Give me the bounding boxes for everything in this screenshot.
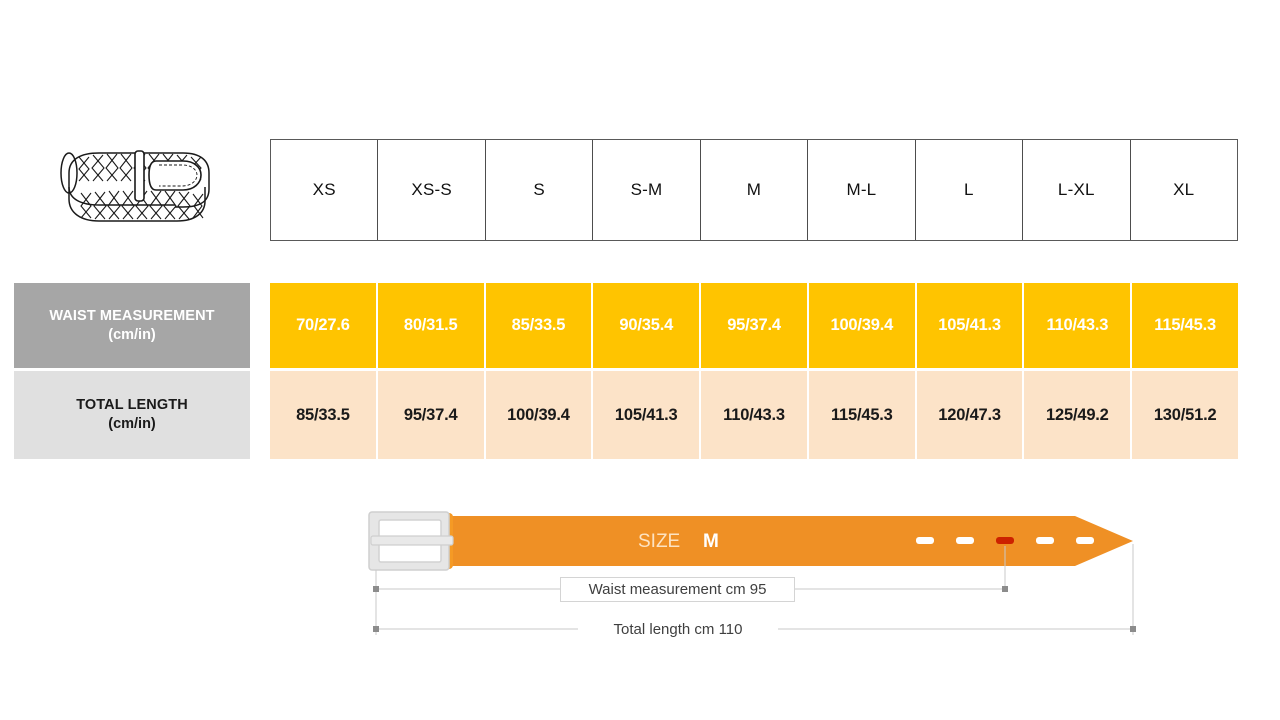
length-value-m-l: 115/45.3 [808,371,915,459]
length-value-xs: 85/33.5 [270,371,376,459]
size-header-row: XS XS-S S S-M M M-L L L-XL XL [270,139,1238,241]
length-value-l: 120/47.3 [916,371,1023,459]
waist-measurement-values: 70/27.6 80/31.5 85/33.5 90/35.4 95/37.4 … [270,283,1239,368]
total-length-label-line2: (cm/in) [108,416,156,432]
waist-value-l-xl: 110/43.3 [1024,283,1131,368]
waist-value-s-m: 90/35.4 [593,283,700,368]
size-header-cell-s-m: S-M [593,140,701,240]
size-header-cell-m-l: M-L [808,140,916,240]
length-value-xs-s: 95/37.4 [377,371,484,459]
waist-measurement-label-line2: (cm/in) [108,326,156,343]
waist-value-m: 95/37.4 [701,283,807,368]
size-header-cell-l: L [915,140,1024,240]
waist-value-m-l: 100/39.4 [808,283,915,368]
total-length-values: 85/33.5 95/37.4 100/39.4 105/41.3 110/43… [270,371,1239,459]
belt-size-caption-value: M [703,531,719,552]
waist-measurement-label: WAIST MEASUREMENT (cm/in) [14,283,250,368]
belt-size-caption-prefix: SIZE [638,531,680,552]
belt-hole-5 [1076,537,1094,544]
total-length-label: TOTAL LENGTH (cm/in) [14,371,250,459]
belt-hole-2 [956,537,974,544]
total-length-label-line1: TOTAL LENGTH [76,397,188,414]
length-value-l-xl: 125/49.2 [1024,371,1131,459]
length-value-s: 100/39.4 [485,371,592,459]
waist-value-xs: 70/27.6 [270,283,376,368]
waist-dimension-label: Waist measurement cm 95 [560,577,795,602]
size-header-cell-m: M [700,140,809,240]
length-value-xl: 130/51.2 [1132,371,1239,459]
waist-value-l: 105/41.3 [916,283,1023,368]
belt-holes [916,537,1094,544]
length-value-m: 110/43.3 [701,371,807,459]
size-header-cell-xs-s: XS-S [378,140,486,240]
waist-measurement-label-line1: WAIST MEASUREMENT [49,307,215,324]
dimension-extension-lines [375,544,1134,635]
belt-hole-3-highlighted [996,537,1014,544]
waist-value-xl: 115/45.3 [1132,283,1239,368]
length-value-s-m: 105/41.3 [593,371,700,459]
size-header-cell-l-xl: L-XL [1023,140,1131,240]
total-length-dimension-label: Total length cm 110 [578,617,778,641]
braided-belt-icon [55,143,220,243]
waist-value-xs-s: 80/31.5 [377,283,484,368]
belt-measurement-diagram: SIZE M [355,500,1155,650]
size-header-cell-xl: XL [1130,140,1237,240]
belt-buckle-icon [368,511,454,571]
size-header-cell-s: S [485,140,594,240]
belt-hole-1 [916,537,934,544]
size-header-cell-xs: XS [271,140,379,240]
belt-hole-4 [1036,537,1054,544]
belt-strap [443,516,1133,566]
waist-value-s: 85/33.5 [485,283,592,368]
